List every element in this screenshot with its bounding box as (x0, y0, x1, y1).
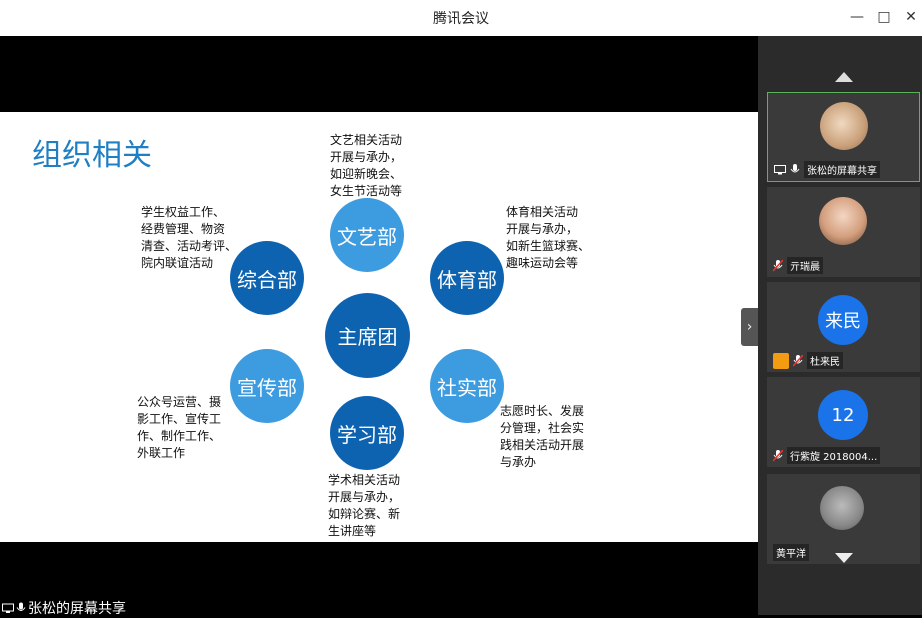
avatar (820, 486, 864, 530)
share-status-label: 张松的屏幕共享 (28, 601, 126, 617)
scroll-down-icon[interactable] (835, 553, 853, 563)
participant-name: 行紫旋 2018004... (787, 447, 881, 464)
node-wenyi: 文艺部 (330, 198, 404, 272)
avatar: 来民 (818, 295, 868, 345)
desc-sheshi: 志愿时长、发展 分管理，社会实 践相关活动开展 与承办 (500, 404, 585, 469)
screen-share-icon (774, 164, 786, 174)
mic-muted-icon (773, 449, 783, 462)
node-tiyu: 体育部 (430, 241, 504, 315)
close-icon[interactable]: ✕ (905, 9, 917, 25)
mic-icon (16, 602, 26, 611)
mic-muted-icon (773, 259, 783, 272)
participant-name: 张松的屏幕共享 (804, 161, 880, 178)
desc-zonghe: 学生权益工作、 经费管理、物资 清查、活动考评、 院内联谊活动 (141, 205, 238, 270)
participant-name: 杜来民 (807, 352, 843, 369)
scroll-up-icon[interactable] (835, 72, 853, 82)
node-zonghe: 综合部 (230, 241, 304, 315)
window-title: 腾讯会议 (433, 11, 489, 27)
minimize-icon[interactable]: — (850, 9, 864, 25)
avatar (820, 102, 868, 150)
desc-xuexi: 学术相关活动 开展与承办， 如辩论赛、新 生讲座等 (328, 473, 401, 538)
avatar (819, 197, 867, 245)
maximize-icon[interactable]: □ (877, 9, 891, 25)
node-sheshi: 社实部 (430, 349, 504, 423)
participant-name: 黄平洋 (773, 544, 809, 561)
participant-name: 亓瑞晨 (787, 257, 823, 274)
node-center: 主席团 (325, 293, 410, 378)
title-bar: 腾讯会议 — □ ✕ (0, 0, 922, 36)
mic-muted-icon (793, 354, 803, 367)
node-xuexi: 学习部 (330, 396, 404, 470)
share-status: 张松的屏幕共享 (2, 598, 126, 618)
avatar: 12 (818, 390, 868, 440)
collapse-sidebar-button[interactable]: › (741, 308, 758, 346)
slide-title: 组织相关 (32, 138, 152, 173)
desc-wenyi: 文艺相关活动 开展与承办， 如迎新晚会、 女生节活动等 (330, 133, 403, 198)
node-xuanchuan: 宣传部 (230, 349, 304, 423)
screen-share-icon (2, 603, 14, 613)
desc-xuanchuan: 公众号运营、摄 影工作、宣传工 作、制作工作、 外联工作 (137, 395, 222, 460)
participant-tile[interactable]: 张松的屏幕共享 (767, 92, 920, 182)
user-icon (773, 352, 789, 369)
participant-tile[interactable]: 黄平洋 (767, 474, 920, 564)
mic-icon (790, 163, 800, 172)
desc-tiyu: 体育相关活动 开展与承办， 如新生篮球赛、 趣味运动会等 (506, 205, 591, 270)
participant-tile[interactable]: 亓瑞晨 (767, 187, 920, 277)
participant-tile[interactable]: 来民 杜来民 (767, 282, 920, 372)
participant-tile[interactable]: 12 行紫旋 2018004... (767, 377, 920, 467)
